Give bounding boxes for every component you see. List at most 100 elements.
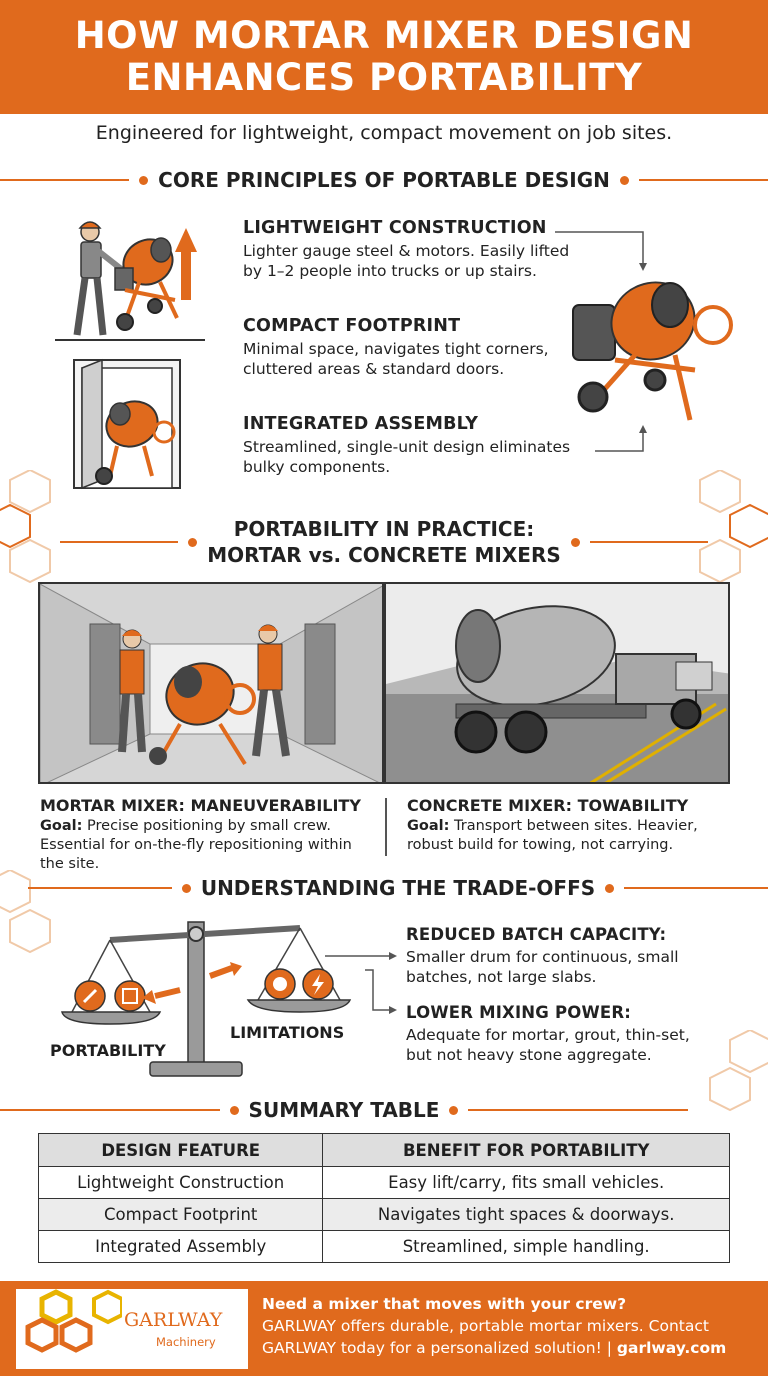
tradeoff-mixing-power: LOWER MIXING POWER: Adequate for mortar,… bbox=[406, 1003, 746, 1065]
page-title: HOW MORTAR MIXER DESIGN ENHANCES PORTABI… bbox=[75, 15, 694, 99]
compare-description: Goal: Transport between sites. Heavier, … bbox=[407, 817, 747, 855]
desc-line: batches, not large slabs. bbox=[406, 968, 597, 986]
divider bbox=[468, 1109, 688, 1111]
divider bbox=[0, 1109, 220, 1111]
column-header: BENEFIT FOR PORTABILITY bbox=[322, 1133, 730, 1167]
divider bbox=[638, 179, 768, 181]
principle-description: Lighter gauge steel & motors. Easily lif… bbox=[243, 241, 583, 281]
desc-line: Lighter gauge steel & motors. Easily lif… bbox=[243, 242, 570, 260]
portability-label: PORTABILITY bbox=[50, 1041, 166, 1060]
divider-dot bbox=[605, 883, 615, 893]
footer-banner: GARLWAY Machinery Need a mixer that move… bbox=[0, 1281, 768, 1376]
principle-title: INTEGRATED ASSEMBLY bbox=[243, 414, 479, 434]
table-row: Lightweight Construction Easy lift/carry… bbox=[37, 1166, 730, 1199]
heading-line: PORTABILITY IN PRACTICE: bbox=[233, 517, 535, 541]
header-banner: HOW MORTAR MIXER DESIGN ENHANCES PORTABI… bbox=[0, 0, 768, 114]
table-cell: Lightweight Construction bbox=[37, 1166, 324, 1199]
tradeoff-title: REDUCED BATCH CAPACITY: bbox=[406, 925, 667, 944]
hexagon-decoration bbox=[699, 470, 768, 584]
hexagon-decoration bbox=[0, 870, 51, 954]
concrete-mixer-summary: CONCRETE MIXER: TOWABILITY Goal: Transpo… bbox=[407, 796, 747, 855]
table-row: Compact Footprint Navigates tight spaces… bbox=[37, 1198, 730, 1231]
principle-integrated: INTEGRATED ASSEMBLY Streamlined, single-… bbox=[243, 414, 603, 477]
desc-line: but not heavy stone aggregate. bbox=[406, 1046, 652, 1064]
goal-label: Goal: bbox=[40, 818, 83, 834]
heading-line: MORTAR vs. CONCRETE MIXERS bbox=[207, 543, 561, 567]
desc-line: Essential for on-the-fly repositioning w… bbox=[40, 837, 352, 853]
logo-subtitle: Machinery bbox=[156, 1335, 216, 1349]
desc-line: Adequate for mortar, grout, thin-set, bbox=[406, 1026, 690, 1044]
section-title: PORTABILITY IN PRACTICE: MORTAR vs. CONC… bbox=[207, 516, 561, 568]
cta-title: Need a mixer that moves with your crew? bbox=[262, 1295, 627, 1313]
concrete-mixer-scene bbox=[384, 582, 730, 784]
hexagon-logo-icon bbox=[25, 1289, 122, 1353]
mixer-right-illustration bbox=[555, 231, 733, 452]
page-subtitle: Engineered for lightweight, compact move… bbox=[95, 122, 673, 144]
divider-dot bbox=[619, 175, 629, 185]
summary-table: DESIGN FEATURE BENEFIT FOR PORTABILITY L… bbox=[37, 1133, 730, 1263]
title-line-1: HOW MORTAR MIXER DESIGN bbox=[74, 14, 694, 57]
goal-label: Goal: bbox=[407, 818, 450, 834]
footer-cta: Need a mixer that moves with your crew? … bbox=[262, 1293, 762, 1359]
garlway-logo: GARLWAY Machinery bbox=[16, 1289, 248, 1369]
column-header: DESIGN FEATURE bbox=[37, 1133, 324, 1167]
desc-line: cluttered areas & standard doors. bbox=[243, 360, 505, 378]
desc-line: bulky components. bbox=[243, 458, 391, 476]
desc-line: Minimal space, navigates tight corners, bbox=[243, 340, 549, 358]
desc-line: robust build for towing, not carrying. bbox=[407, 837, 674, 853]
limitations-label: LIMITATIONS bbox=[230, 1023, 345, 1042]
tradeoff-batch-capacity: REDUCED BATCH CAPACITY: Smaller drum for… bbox=[406, 925, 746, 987]
table-cell: Easy lift/carry, fits small vehicles. bbox=[322, 1166, 730, 1199]
section-title: UNDERSTANDING THE TRADE-OFFS bbox=[200, 876, 596, 900]
divider-dot bbox=[188, 537, 198, 547]
desc-line: by 1–2 people into trucks or up stairs. bbox=[243, 262, 537, 280]
divider bbox=[60, 541, 179, 543]
balance-scale-illustration bbox=[61, 921, 352, 1077]
worker-carrying-mixer-illustration bbox=[55, 221, 205, 341]
divider-dot bbox=[181, 883, 191, 893]
principle-title: COMPACT FOOTPRINT bbox=[243, 316, 461, 336]
goal-text: Precise positioning by small crew. bbox=[82, 818, 331, 834]
logo-name: GARLWAY bbox=[124, 1309, 223, 1331]
desc-line: Streamlined, single-unit design eliminat… bbox=[243, 438, 571, 456]
compare-title: MORTAR MIXER: MANEUVERABILITY bbox=[40, 796, 361, 815]
website-link[interactable]: garlway.com bbox=[616, 1339, 727, 1357]
table-header-row: DESIGN FEATURE BENEFIT FOR PORTABILITY bbox=[37, 1133, 730, 1167]
table-cell: Navigates tight spaces & doorways. bbox=[322, 1198, 730, 1231]
desc-line: the site. bbox=[40, 856, 100, 872]
tradeoffs-heading: UNDERSTANDING THE TRADE-OFFS bbox=[0, 875, 768, 901]
section-title: CORE PRINCIPLES OF PORTABLE DESIGN bbox=[158, 168, 610, 192]
corridor-workers-illustration bbox=[40, 584, 382, 782]
tradeoff-description: Smaller drum for continuous, small batch… bbox=[406, 947, 746, 987]
mortar-mixer-scene bbox=[38, 582, 384, 784]
divider bbox=[624, 887, 768, 889]
desc-line: Smaller drum for continuous, small bbox=[406, 948, 679, 966]
compare-description: Goal: Precise positioning by small crew.… bbox=[40, 817, 380, 874]
tradeoff-title: LOWER MIXING POWER: bbox=[406, 1003, 632, 1022]
table-cell: Integrated Assembly bbox=[37, 1230, 324, 1263]
principle-description: Minimal space, navigates tight corners, … bbox=[243, 339, 583, 379]
hexagon-decoration bbox=[709, 1030, 768, 1112]
principle-compact: COMPACT FOOTPRINT Minimal space, navigat… bbox=[243, 316, 583, 379]
divider-dot bbox=[570, 537, 580, 547]
divider-dot bbox=[449, 1105, 459, 1115]
principle-lightweight: LIGHTWEIGHT CONSTRUCTION Lighter gauge s… bbox=[243, 218, 583, 281]
goal-text: Transport between sites. Heavier, bbox=[449, 818, 698, 834]
divider-dot bbox=[229, 1105, 239, 1115]
title-line-2: ENHANCES PORTABILITY bbox=[125, 56, 643, 99]
compare-title: CONCRETE MIXER: TOWABILITY bbox=[407, 796, 689, 815]
divider bbox=[28, 887, 172, 889]
tradeoff-connector-arrows bbox=[325, 952, 397, 1014]
table-row: Integrated Assembly Streamlined, simple … bbox=[37, 1230, 730, 1263]
principle-title: LIGHTWEIGHT CONSTRUCTION bbox=[243, 218, 547, 238]
table-cell: Streamlined, simple handling. bbox=[322, 1230, 730, 1263]
compare-divider bbox=[385, 798, 387, 856]
summary-heading: SUMMARY TABLE bbox=[0, 1097, 768, 1123]
cta-line: GARLWAY today for a personalized solutio… bbox=[262, 1339, 617, 1357]
tradeoff-description: Adequate for mortar, grout, thin-set, bu… bbox=[406, 1025, 746, 1065]
mortar-mixer-summary: MORTAR MIXER: MANEUVERABILITY Goal: Prec… bbox=[40, 796, 380, 874]
cta-line: GARLWAY offers durable, portable mortar … bbox=[262, 1317, 709, 1335]
table-cell: Compact Footprint bbox=[37, 1198, 324, 1231]
divider-dot bbox=[139, 175, 149, 185]
hexagon-decoration bbox=[0, 470, 51, 584]
